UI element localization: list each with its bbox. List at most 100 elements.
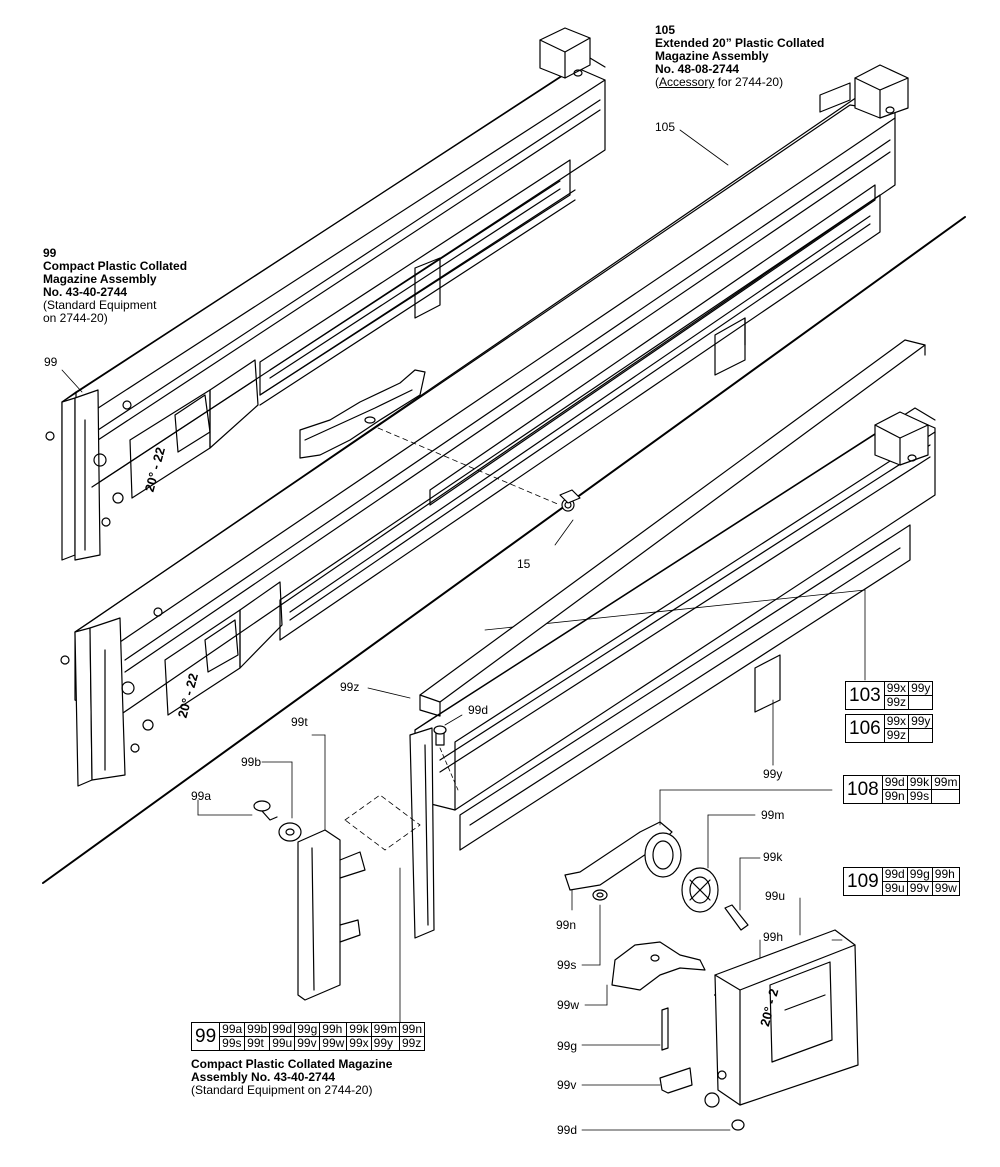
kit-part: 99b [244, 1022, 271, 1037]
pusher-arm-99n [564, 789, 833, 911]
part-label-99u: 99u [765, 889, 786, 903]
rail-99z [367, 339, 926, 717]
kit-part: 99k [906, 775, 933, 790]
callout-99-compact-bottom: Compact Plastic Collated Magazine Assemb… [191, 1058, 392, 1097]
part-label-99t: 99t [291, 715, 308, 729]
kit-part: 99w [931, 881, 960, 896]
callout-part-number: No. 43-40-2744 [43, 285, 128, 299]
kit-table-109: 109 99d 99g 99h 99u 99v 99w [843, 867, 960, 896]
kit-part: 99u [881, 881, 908, 896]
kit-part: 99d [881, 775, 908, 790]
callout-part-number: No. 48-08-2744 [655, 62, 740, 76]
callout-title: Extended 20” Plastic Collated [655, 36, 825, 50]
kit-part: 99n [881, 789, 908, 804]
kit-part: 99u [269, 1036, 296, 1051]
magazine-99-compact [45, 27, 606, 561]
callout-title: Magazine Assembly [43, 272, 157, 286]
magazine-105-extended [60, 64, 909, 787]
part-label-105: 105 [655, 120, 676, 134]
part-label-99g: 99g [557, 1039, 578, 1053]
screw-99a [197, 799, 278, 821]
part-label-99b: 99b [241, 755, 262, 769]
part-label-99d-lower: 99d [557, 1123, 578, 1137]
kit-part: 99z [883, 695, 910, 710]
kit-part: 99g [294, 1022, 321, 1037]
part-label-99k: 99k [763, 850, 783, 864]
callout-99-compact-top: 99 Compact Plastic Collated Magazine Ass… [43, 247, 187, 325]
spring-clip-99w [584, 941, 706, 1006]
part-label-99d-upper: 99d [468, 703, 489, 717]
callout-title: Compact Plastic Collated Magazine [191, 1057, 393, 1071]
pin-99k [724, 857, 761, 931]
kit-part: 99h [319, 1022, 348, 1037]
kit-part: 99t [244, 1036, 271, 1051]
callout-105-extended: 105 Extended 20” Plastic Collated Magazi… [655, 24, 824, 89]
kit-part: 99z [398, 1036, 426, 1051]
part-label-99n: 99n [556, 918, 577, 932]
part-label-99m: 99m [761, 808, 785, 822]
kit-part [908, 728, 934, 743]
callout-note: on 2744-20) [43, 311, 108, 325]
kit-part: 99z [883, 728, 910, 743]
kit-part: 99v [294, 1036, 321, 1051]
kit-table-99: 99 99a 99b 99d 99g 99h 99k 99m 99n 99s 9… [190, 1022, 426, 1051]
latch-plate-99t [297, 734, 366, 1001]
leader-105 [679, 129, 729, 166]
kit-part [931, 789, 961, 804]
leader-99 [61, 369, 83, 393]
kit-part: 99x [883, 714, 910, 729]
kit-part: 99d [269, 1022, 296, 1037]
part-label-15: 15 [517, 557, 531, 571]
kit-part: 99x [883, 681, 910, 696]
wheel-99m [681, 814, 756, 913]
kit-part: 99y [908, 714, 934, 729]
accessory-word: Accessory [659, 75, 715, 89]
kit-part: 99m [931, 775, 961, 790]
part-label-99z: 99z [340, 680, 360, 694]
kit-part: 99g [906, 867, 933, 882]
part-label-99a: 99a [191, 789, 212, 803]
kit-part: 99d [881, 867, 908, 882]
dashed-envelope [344, 794, 421, 851]
pin-99g [581, 1007, 669, 1051]
screw-99d-upper [433, 714, 463, 791]
kit-number: 106 [845, 714, 885, 743]
callout-note: (Accessory for 2744-20) [655, 75, 784, 89]
belt-clip-bracket [299, 369, 426, 459]
part-label-99: 99 [44, 355, 58, 369]
part-label-99w: 99w [557, 998, 580, 1012]
accessory-rest: for 2744-20) [714, 75, 784, 89]
kit-number: 109 [843, 867, 883, 896]
callout-number: 99 [43, 246, 57, 260]
kit-part: 99s [906, 789, 933, 804]
callout-title: Magazine Assembly [655, 49, 769, 63]
part-label-99h: 99h [763, 930, 784, 944]
kit-table-108: 108 99d 99k 99m 99n 99s [843, 775, 961, 804]
callout-number: 105 [655, 23, 676, 37]
callout-title: Compact Plastic Collated [43, 259, 188, 273]
screw-15 [377, 427, 581, 546]
kit-part: 99x [346, 1036, 372, 1051]
part-label-99v: 99v [557, 1078, 577, 1092]
kit-part [908, 695, 934, 710]
part-label-99s: 99s [557, 958, 577, 972]
washer-99b [261, 761, 302, 842]
kit-number: 108 [843, 775, 883, 804]
kit-part: 99y [370, 1036, 400, 1051]
kit-table-103: 103 99x 99y 99z [845, 681, 934, 710]
callout-title: Assembly No. 43-40-2744 [191, 1070, 336, 1084]
divider-line [42, 216, 966, 884]
kit-table-106: 106 99x 99y 99z [845, 714, 934, 743]
part-label-99y: 99y [763, 767, 783, 781]
callout-note: (Standard Equipment on 2744-20) [191, 1083, 373, 1097]
kit-part: 99y [908, 681, 934, 696]
screw-99d-lower [581, 1119, 745, 1131]
kit-part: 99v [906, 881, 933, 896]
kit-part: 99m [370, 1022, 400, 1037]
kit-part: 99a [219, 1022, 246, 1037]
kit-part: 99s [219, 1036, 246, 1051]
nut-99s [581, 889, 608, 966]
kit-part: 99w [319, 1036, 348, 1051]
